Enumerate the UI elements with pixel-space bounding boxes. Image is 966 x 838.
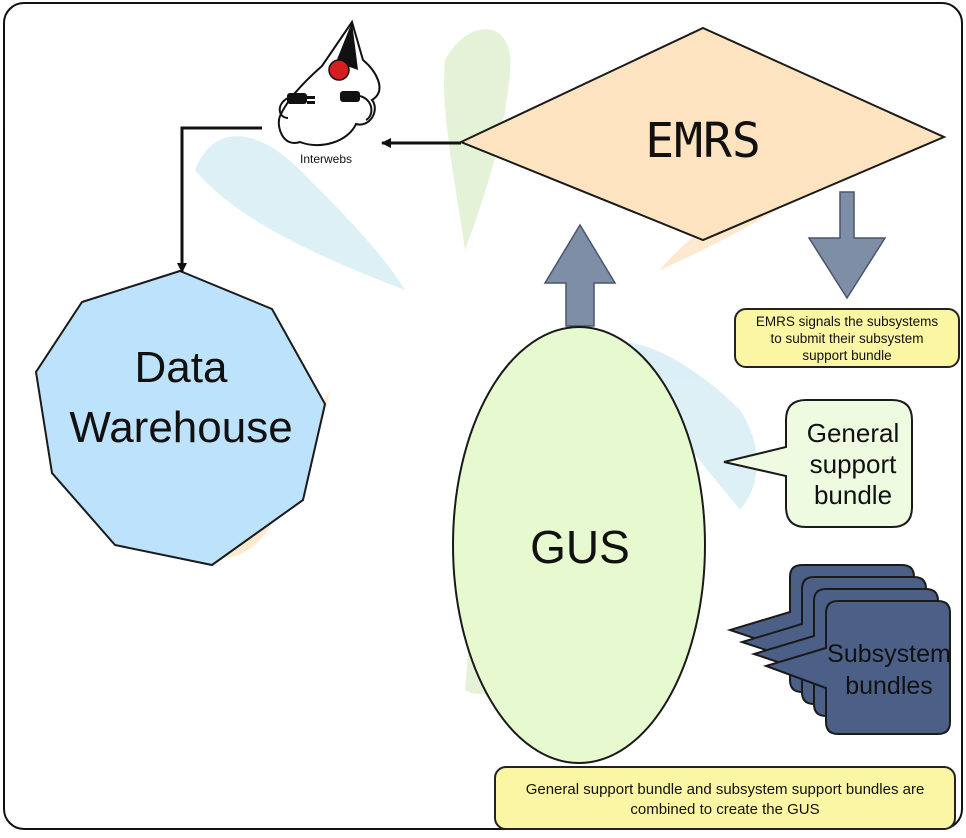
general-support-bubble-line2: support	[810, 449, 897, 479]
subsystem-bundles-stack: Subsystem bundles	[726, 564, 951, 735]
data-warehouse-label-line2: Warehouse	[69, 403, 292, 452]
emrs-node: EMRS	[458, 26, 947, 242]
emrs-shape	[458, 26, 947, 242]
gus-shape	[452, 326, 706, 764]
subsystem-bubble-front	[762, 600, 951, 735]
emrs-signal-note-line1: EMRS signals the subsystems	[755, 314, 939, 329]
gus-combine-note-line1: General support bundle and subsystem sup…	[525, 781, 925, 798]
emrs-signal-note: EMRS signals the subsystems to submit th…	[734, 308, 960, 368]
gus-combine-note-line2: combined to create the GUS	[630, 801, 820, 818]
duke-mascot-icon: Interwebs	[277, 19, 381, 166]
gus-label: GUS	[530, 521, 630, 573]
interwebs-label: Interwebs	[300, 152, 352, 166]
interwebs-to-warehouse-arrow	[177, 126, 262, 273]
subsystem-bubble-line2: bundles	[845, 672, 933, 700]
data-warehouse-node: Data Warehouse	[34, 269, 327, 567]
data-warehouse-label-line1: Data	[135, 343, 228, 392]
general-support-bubble-line1: General	[807, 418, 900, 448]
general-support-bubble-line3: bundle	[814, 480, 892, 510]
emrs-signal-note-line2: to submit their subsystem	[770, 331, 924, 346]
general-support-bubble-shape	[723, 399, 913, 528]
emrs-label: EMRS	[645, 113, 761, 169]
emrs-signal-block-arrow	[807, 191, 887, 300]
subsystem-bubble-line1: Subsystem	[827, 640, 951, 668]
emrs-signal-note-line3: support bundle	[802, 348, 892, 363]
gus-node: GUS	[452, 326, 706, 764]
general-support-bubble: General support bundle	[723, 399, 913, 528]
gus-to-emrs-block-arrow	[543, 223, 617, 327]
gus-combine-note: General support bundle and subsystem sup…	[494, 766, 956, 830]
data-warehouse-shape	[34, 269, 327, 567]
